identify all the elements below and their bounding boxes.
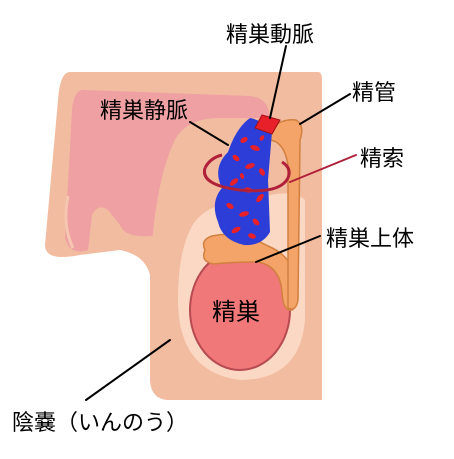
vas-deferens-tube <box>267 118 303 310</box>
label-epididymis: 精巣上体 <box>326 227 414 252</box>
label-vas-deferens: 精管 <box>352 81 396 106</box>
leader-scrotum <box>85 339 171 401</box>
cord-ring-front <box>202 167 290 193</box>
label-testicular-artery: 精巣動脈 <box>226 23 314 48</box>
leader-testicular-artery <box>269 45 287 119</box>
leader-testicular-vein <box>189 121 229 146</box>
leader-lines <box>85 45 357 401</box>
label-scrotum: 陰嚢（いんのう） <box>12 411 188 436</box>
label-spermatic-cord: 精索 <box>360 147 404 172</box>
label-testicular-vein: 精巣静脈 <box>100 99 188 124</box>
labels: 精巣動脈 精管 精巣静脈 精索 精巣上体 精巣 陰嚢（いんのう） <box>12 23 414 436</box>
testicular-artery <box>254 114 281 135</box>
leader-epididymis <box>255 235 321 263</box>
testicular-vein-plexus <box>214 118 272 246</box>
vas-deferens <box>267 118 303 310</box>
spermatic-cord-ring <box>202 153 291 193</box>
leader-vas-deferens <box>299 93 351 125</box>
cord-ring-back <box>203 153 223 169</box>
penis-glans-line <box>64 195 75 249</box>
leader-spermatic-cord <box>289 154 357 183</box>
artery-segment <box>254 114 281 135</box>
label-testis: 精巣 <box>212 298 260 326</box>
cord-ring-right <box>281 160 291 179</box>
